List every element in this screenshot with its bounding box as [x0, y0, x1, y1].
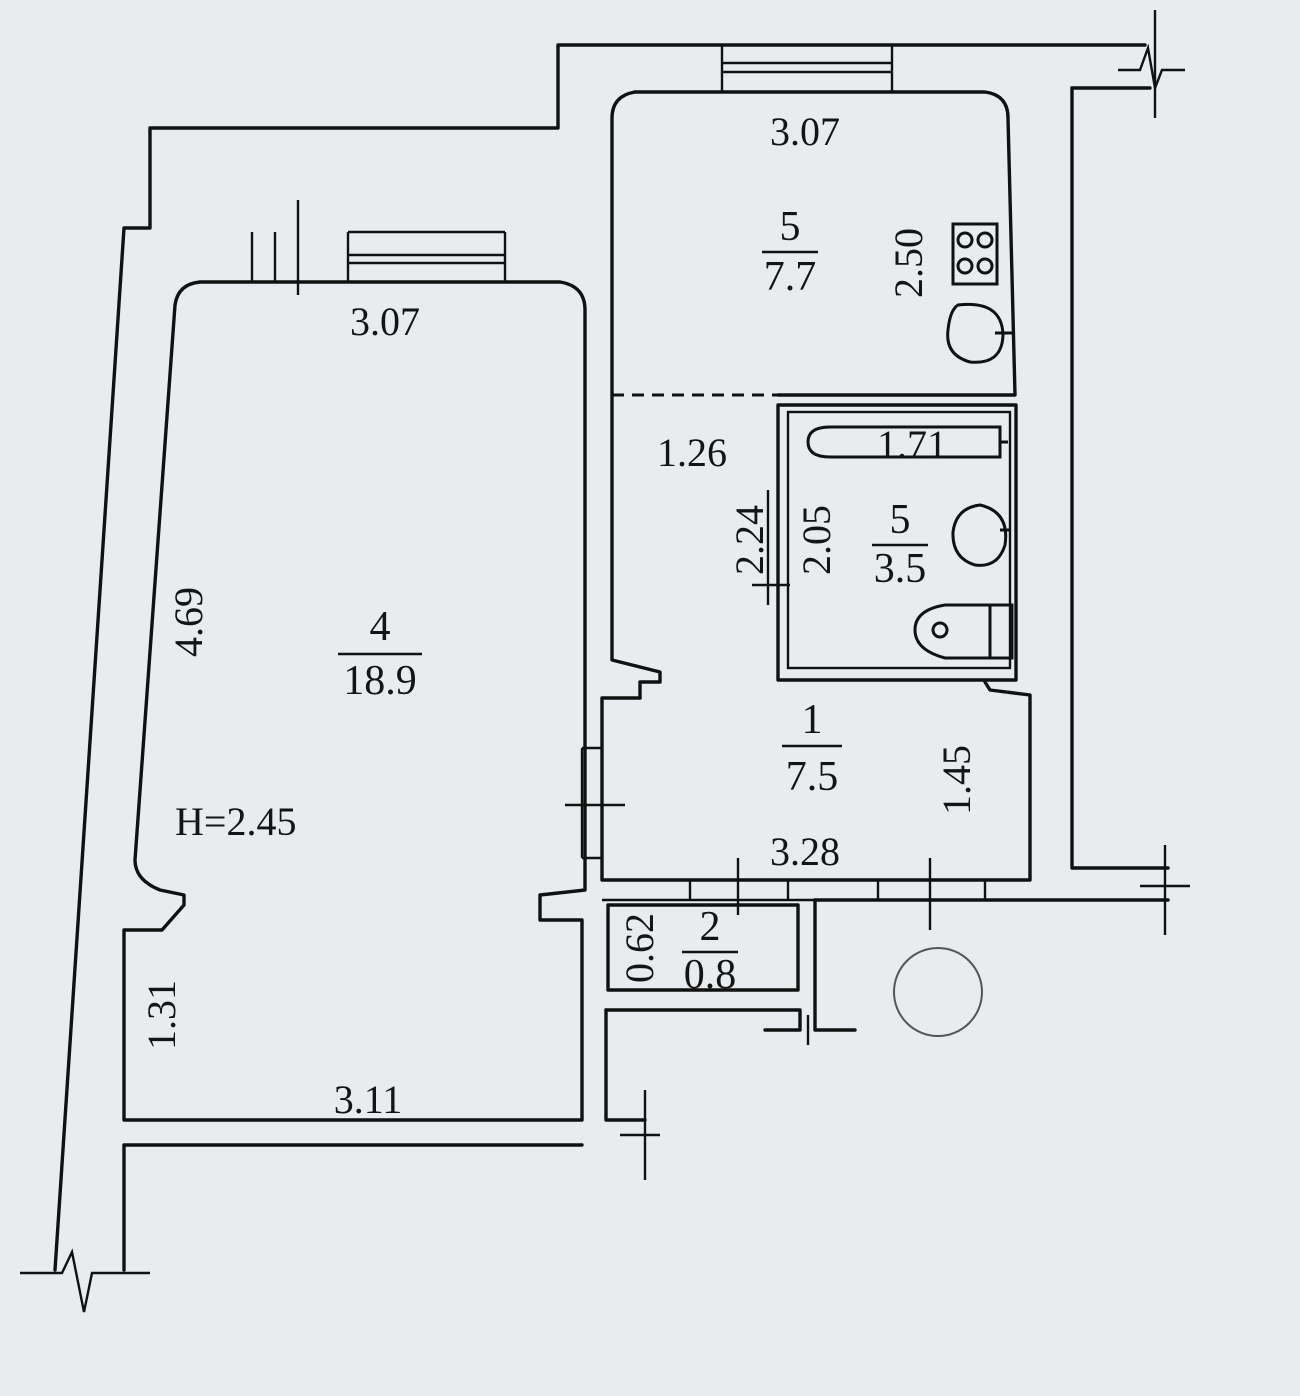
- bathroom-area: 3.5: [874, 546, 927, 592]
- stove-icon: [951, 222, 999, 286]
- room-4-window: [250, 200, 507, 295]
- room-4-walls: [122, 280, 587, 1122]
- dim-bathroom-length: 2.05: [794, 505, 839, 575]
- bathroom-number: 5: [890, 497, 911, 543]
- dim-hall-width: 3.28: [770, 829, 840, 874]
- dim-kitchen-top: 3.07: [770, 109, 840, 154]
- dim-bathroom-width: 1.71: [877, 422, 947, 467]
- kitchen-label: 5 7.7: [762, 204, 818, 300]
- hall-area: 7.5: [786, 754, 839, 800]
- dim-hall-depth: 1.45: [934, 745, 979, 815]
- dim-room4-bottom: 3.11: [334, 1077, 403, 1122]
- ceiling-height: H=2.45: [175, 799, 296, 844]
- dim-room4-left: 4.69: [166, 587, 211, 657]
- room-4-number: 4: [370, 604, 391, 650]
- hall-label: 1 7.5: [782, 697, 842, 800]
- toilet-icon: [913, 603, 1014, 660]
- bathtub-icon: [806, 425, 1008, 459]
- dim-room4-top: 3.07: [350, 299, 420, 344]
- bathroom-label: 5 3.5: [872, 497, 928, 592]
- kitchen-number: 5: [780, 204, 801, 250]
- room-4-area: 18.9: [343, 658, 417, 704]
- closet-label: 2 0.8: [682, 904, 738, 998]
- closet-walls: [604, 898, 857, 1180]
- outer-walls: [53, 43, 1170, 1272]
- marker-circle: [893, 947, 983, 1037]
- kitchen-area: 7.7: [764, 254, 817, 300]
- break-symbols: [20, 10, 1190, 1313]
- dim-room4-left-lower: 1.31: [139, 980, 184, 1050]
- closet-area: 0.8: [684, 952, 737, 998]
- bathroom-walls: [776, 403, 1018, 682]
- room-4-label: 4 18.9: [338, 604, 422, 704]
- dim-kitchen-depth: 2.50: [886, 228, 931, 298]
- hall-number: 1: [802, 697, 823, 743]
- dim-corridor-length: 2.24: [727, 505, 772, 575]
- hall-walls: [565, 680, 1032, 930]
- kitchen-walls: [610, 90, 1017, 700]
- kitchen-window: [720, 43, 894, 94]
- dim-corridor-width: 1.26: [657, 430, 727, 475]
- closet-number: 2: [700, 904, 721, 950]
- dim-closet-depth: 0.62: [617, 913, 662, 983]
- washbasin-icon: [951, 503, 1010, 567]
- dimension-ticks: [752, 490, 790, 605]
- kitchen-sink-icon: [946, 302, 1012, 364]
